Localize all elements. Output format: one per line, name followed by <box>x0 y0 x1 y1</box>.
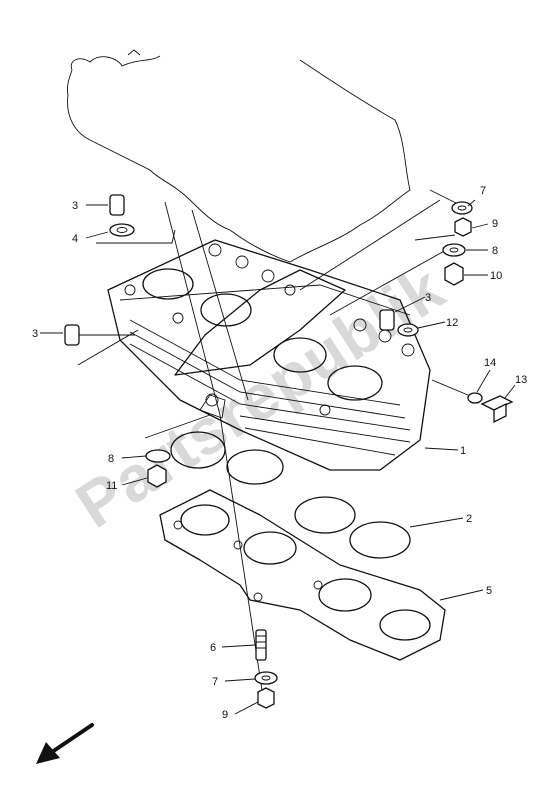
watermark-logo: Partsrepublik <box>63 252 456 542</box>
callout-12: 12 <box>446 317 458 329</box>
callout-14: 14 <box>484 357 496 369</box>
callout-7-upper: 7 <box>480 185 486 197</box>
cylinder-head-outline <box>67 49 411 263</box>
washer-14 <box>467 392 483 404</box>
washer-8-upper <box>442 243 466 257</box>
cylinder-block <box>107 239 431 471</box>
bolt-13 <box>480 395 514 424</box>
callout-3-upper: 3 <box>72 200 78 212</box>
callout-6: 6 <box>210 642 216 654</box>
callout-labels: 3 4 7 9 8 10 3 12 3 14 13 1 8 11 2 5 6 7… <box>32 185 527 721</box>
callout-3-right: 3 <box>425 292 431 304</box>
callout-4: 4 <box>72 233 78 245</box>
base-gasket <box>159 489 446 661</box>
cylinder-bores <box>142 268 383 401</box>
callout-9-lower: 9 <box>222 709 228 721</box>
stud-bosses <box>124 243 415 416</box>
stud-6 <box>255 629 267 661</box>
callout-5: 5 <box>486 585 492 597</box>
dowel-pin-3-upper <box>109 194 125 216</box>
dowel-pin-3-left <box>64 324 80 346</box>
nut-11 <box>147 464 167 488</box>
callout-8-upper: 8 <box>492 245 498 257</box>
nut-9-upper <box>454 217 472 237</box>
washer-7-upper <box>451 201 473 215</box>
front-direction-arrow-icon <box>36 723 94 764</box>
callout-10: 10 <box>490 270 502 282</box>
dowel-pin-3-right <box>379 309 395 331</box>
callout-1: 1 <box>460 445 466 457</box>
nut-10 <box>444 262 464 286</box>
washer-4 <box>109 223 135 237</box>
callout-8-lower: 8 <box>108 453 114 465</box>
callout-13: 13 <box>515 374 527 386</box>
leader-lines <box>40 199 516 715</box>
washer-7-lower <box>254 671 278 685</box>
callout-11: 11 <box>106 480 117 492</box>
washer-12 <box>397 323 419 337</box>
nut-9-lower <box>257 687 275 709</box>
cooling-fins <box>129 319 411 456</box>
o-rings <box>170 431 411 559</box>
callout-7-lower: 7 <box>212 676 218 688</box>
svg-text:Partsrepublik: Partsrepublik <box>63 252 456 542</box>
callout-2: 2 <box>466 513 472 525</box>
callout-9-upper: 9 <box>492 218 498 230</box>
callout-3-left: 3 <box>32 328 38 340</box>
washer-8-lower <box>145 449 171 463</box>
